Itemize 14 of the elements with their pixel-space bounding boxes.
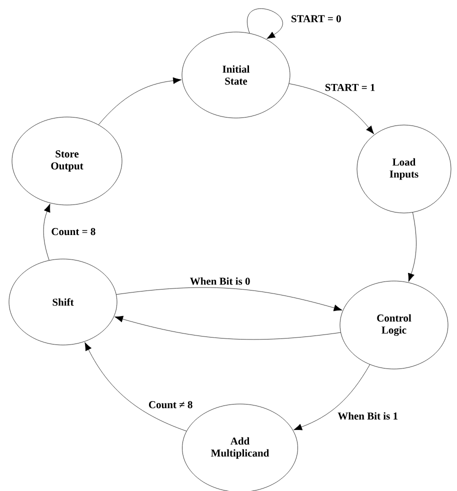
arrow bbox=[43, 204, 50, 260]
edge-label: When Bit is 0 bbox=[188, 276, 252, 286]
arrow bbox=[116, 287, 342, 312]
edge-label: START = 0 bbox=[290, 14, 342, 24]
arrow bbox=[288, 83, 374, 134]
arrow bbox=[98, 77, 182, 125]
arrow bbox=[84, 342, 187, 432]
arrow bbox=[294, 364, 370, 430]
edge-label: START = 1 bbox=[324, 82, 376, 92]
edge-label: Count = 8 bbox=[50, 227, 97, 236]
arrow bbox=[247, 8, 283, 39]
arrow bbox=[114, 316, 341, 340]
edge-label: When Bit is 1 bbox=[336, 411, 400, 421]
arrow bbox=[408, 212, 416, 282]
